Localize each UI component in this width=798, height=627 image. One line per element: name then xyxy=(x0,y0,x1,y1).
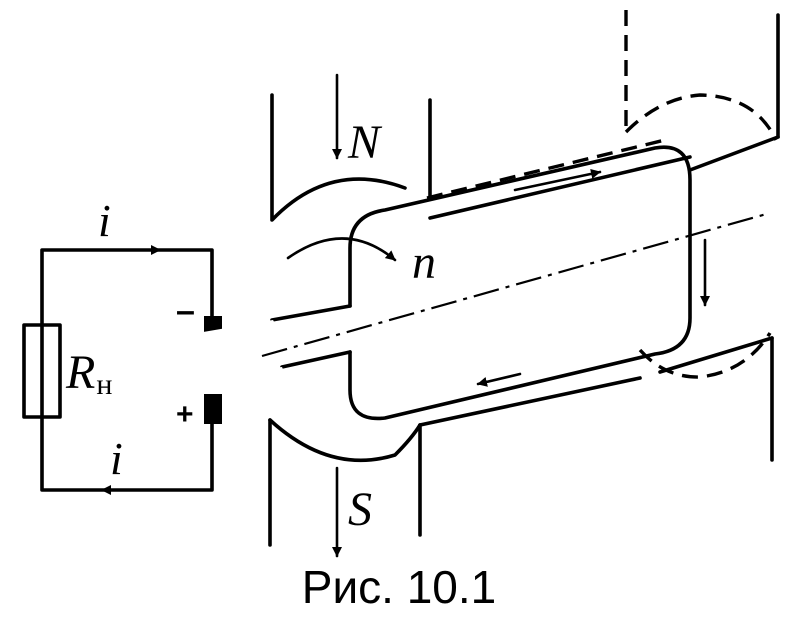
armature-coil xyxy=(348,145,710,421)
label-load-resistor: Rн xyxy=(65,346,112,401)
commutator xyxy=(165,304,352,393)
south-pole xyxy=(268,332,774,547)
label-rotation-speed: n xyxy=(412,236,436,289)
label-current-top: i xyxy=(98,195,111,246)
sign-plus: + xyxy=(176,398,194,431)
label-south: S xyxy=(348,483,372,536)
rotation-arrow xyxy=(286,237,397,262)
north-pole xyxy=(270,10,780,222)
label-current-bottom: i xyxy=(110,433,123,484)
rotation-axis xyxy=(261,211,771,358)
figure-caption: Рис. 10.1 xyxy=(301,561,497,613)
sign-minus: – xyxy=(176,292,195,330)
external-circuit xyxy=(22,245,214,495)
brush-positive xyxy=(204,394,222,424)
label-north: N xyxy=(347,116,383,169)
